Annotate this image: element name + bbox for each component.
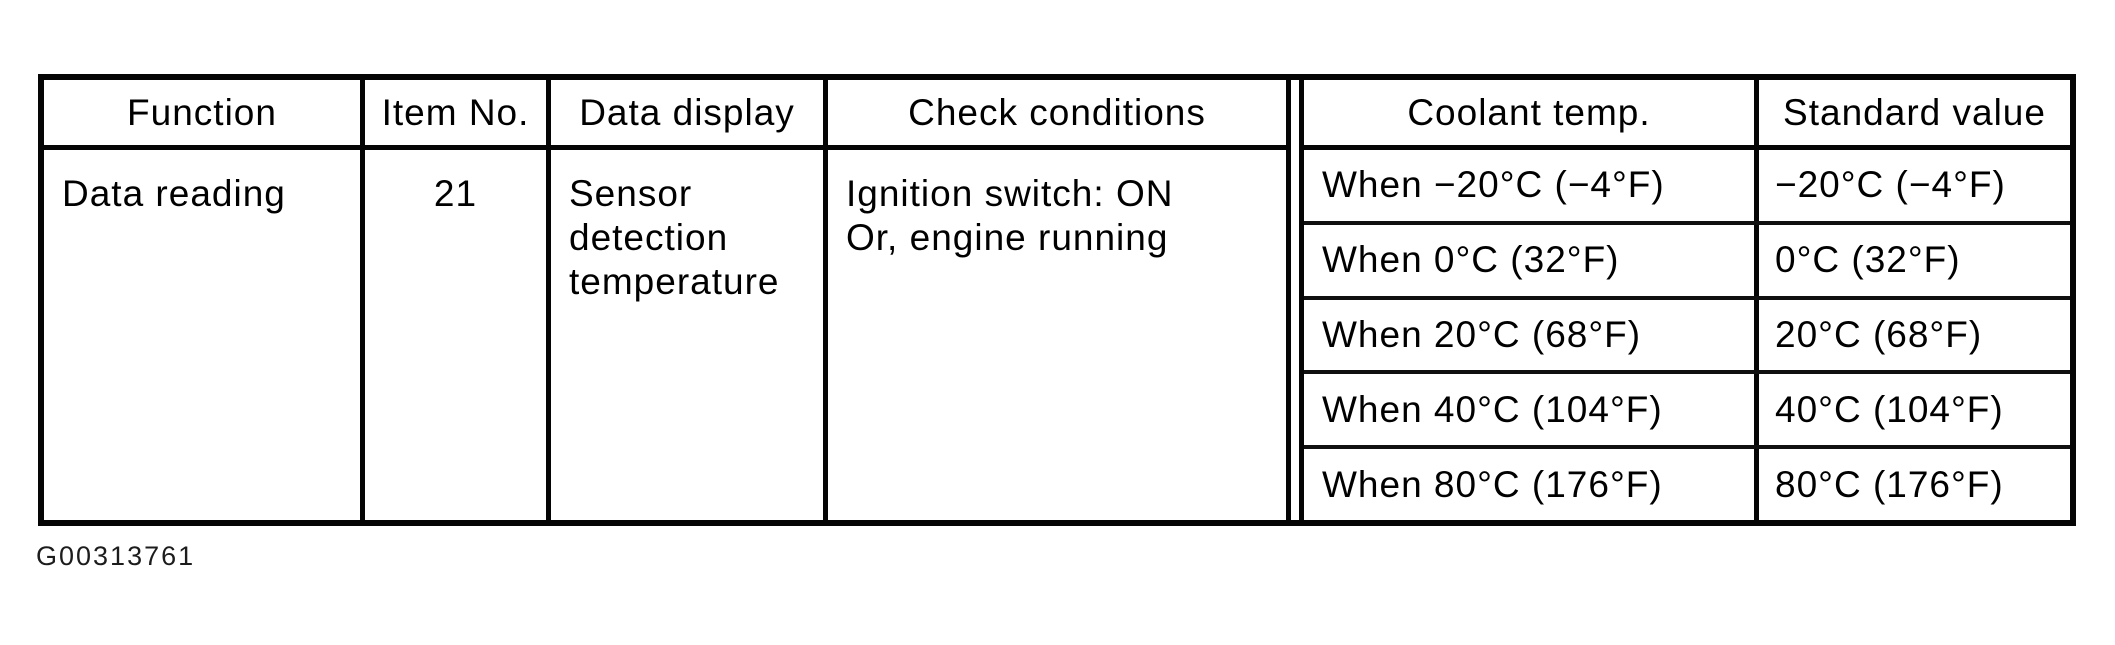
data-display-line: temperature bbox=[569, 261, 780, 302]
cell-coolant-temp: When 40°C (104°F) bbox=[1304, 374, 1759, 446]
cell-standard-value: 80°C (176°F) bbox=[1775, 463, 2004, 505]
coolant-subtable-header: Coolant temp. Standard value bbox=[1304, 80, 2070, 150]
cell-standard-value: 0°C (32°F) bbox=[1775, 239, 1961, 281]
table-row: When 40°C (104°F) 40°C (104°F) bbox=[1304, 374, 2070, 450]
cell-coolant-temp: When 20°C (68°F) bbox=[1304, 299, 1759, 371]
table-row: When 20°C (68°F) 20°C (68°F) bbox=[1304, 299, 2070, 375]
table-row: When 80°C (176°F) 80°C (176°F) bbox=[1304, 449, 2070, 520]
data-display-line: Sensor bbox=[569, 173, 693, 214]
header-item-no: Item No. bbox=[365, 80, 546, 150]
coolant-subtable: Coolant temp. Standard value When −20°C … bbox=[1304, 80, 2070, 520]
cell-coolant-temp: When 80°C (176°F) bbox=[1304, 449, 1759, 520]
cell-coolant-temp: When 0°C (32°F) bbox=[1304, 224, 1759, 296]
column-data-display: Data display Sensor detection temperatur… bbox=[551, 80, 828, 520]
cell-standard-value: 20°C (68°F) bbox=[1775, 313, 1983, 355]
table-section-divider bbox=[1291, 80, 1304, 520]
header-check-conditions: Check conditions bbox=[828, 80, 1286, 150]
cell-standard-value: −20°C (−4°F) bbox=[1775, 164, 2006, 206]
cell-standard-value: 40°C (104°F) bbox=[1775, 388, 2004, 430]
diagnostic-data-table: Function Data reading Item No. 21 Data d… bbox=[38, 74, 2076, 526]
header-data-display: Data display bbox=[551, 80, 823, 150]
table-row: When −20°C (−4°F) −20°C (−4°F) bbox=[1304, 150, 2070, 225]
cell-function: Data reading bbox=[62, 173, 286, 214]
column-item-no: Item No. 21 bbox=[365, 80, 551, 520]
check-conditions-line: Or, engine running bbox=[846, 217, 1169, 258]
cell-check-conditions: Ignition switch: ON Or, engine running bbox=[828, 150, 1286, 520]
cell-coolant-temp: When −20°C (−4°F) bbox=[1304, 150, 1759, 221]
header-coolant-temp: Coolant temp. bbox=[1304, 80, 1759, 145]
column-check-conditions: Check conditions Ignition switch: ON Or,… bbox=[828, 80, 1291, 520]
figure-code: G00313761 bbox=[36, 541, 196, 571]
header-standard-value: Standard value bbox=[1783, 91, 2046, 133]
header-function: Function bbox=[44, 80, 360, 150]
table-row: When 0°C (32°F) 0°C (32°F) bbox=[1304, 224, 2070, 300]
cell-item-no: 21 bbox=[433, 173, 478, 214]
cell-data-display: Sensor detection temperature bbox=[551, 150, 823, 520]
column-function: Function Data reading bbox=[44, 80, 365, 520]
data-display-line: detection bbox=[569, 217, 729, 258]
check-conditions-line: Ignition switch: ON bbox=[846, 173, 1174, 214]
